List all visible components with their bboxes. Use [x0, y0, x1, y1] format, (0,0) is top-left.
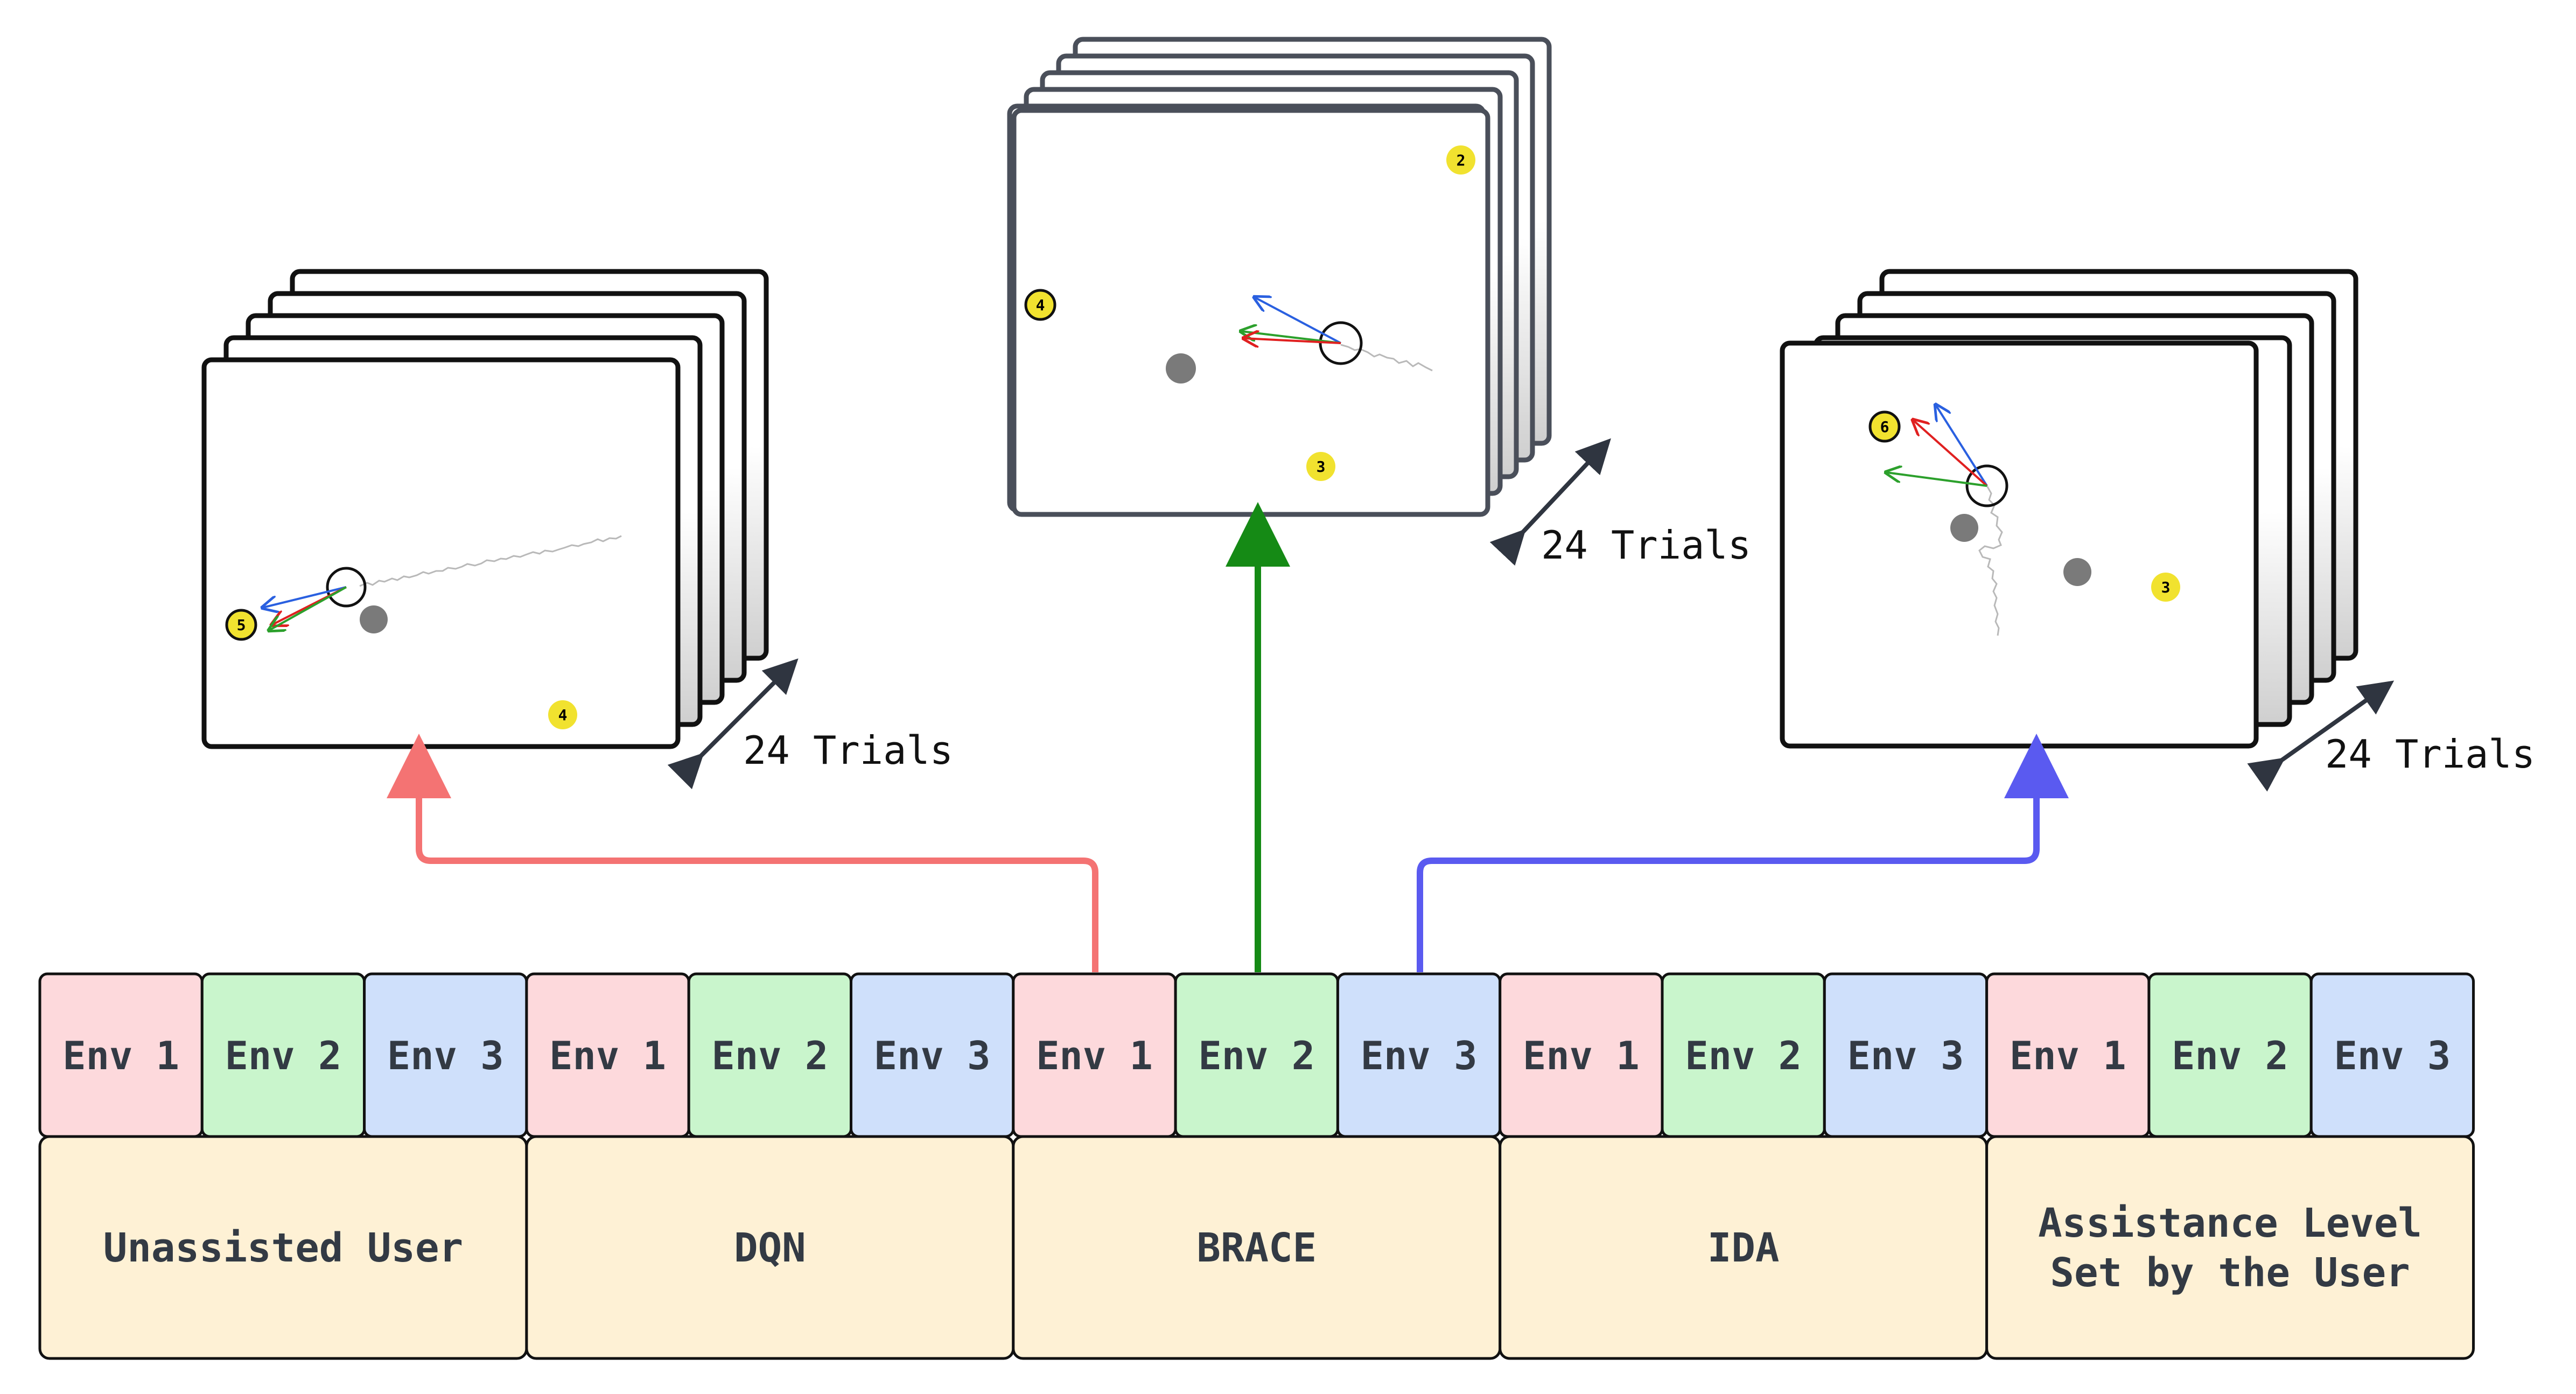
right-goal-2-label: 3 — [2161, 578, 2171, 596]
right-blue-action-arrow — [1936, 405, 1988, 487]
env-cell-label: Env 2 — [225, 1033, 342, 1078]
env-cell-label: Env 2 — [1198, 1033, 1315, 1078]
condition-label: Unassisted User — [103, 1225, 463, 1271]
env-cell-7: Env 1 — [1012, 972, 1177, 1138]
left-trials-label: 24 Trials — [743, 728, 953, 773]
right-trajectory-path — [1978, 485, 2003, 636]
right-front-frame — [1780, 340, 2259, 749]
env-cell-2: Env 2 — [200, 972, 366, 1138]
condition-label: Set by the User — [2050, 1250, 2410, 1296]
left-trajectory-path — [359, 535, 622, 587]
env-cell-label: Env 3 — [874, 1033, 991, 1078]
left-goal-1: 5 — [225, 609, 257, 641]
center-trials-label: 24 Trials — [1541, 522, 1751, 568]
env-cell-label: Env 1 — [2010, 1033, 2126, 1078]
env-cell-3: Env 3 — [363, 972, 528, 1138]
right-trials-label: 24 Trials — [2325, 731, 2535, 777]
ida-connector-arrow — [1417, 734, 2069, 972]
center-goal-1-label: 2 — [1457, 151, 1466, 169]
condition-label: DQN — [734, 1225, 806, 1271]
environment-row: Env 1 Env 2 Env 3 Env 1 Env 2 Env 3 Env 1 Env 2… — [38, 972, 2475, 1138]
env-cell-label: Env 2 — [2172, 1033, 2288, 1078]
center-trial-stack: 2 4 3 24 Trials — [1007, 37, 1751, 568]
env-cell-label: Env 3 — [1847, 1033, 1964, 1078]
env-cell-9: Env 3 — [1336, 972, 1502, 1138]
condition-cell-1: Unassisted User — [38, 1135, 528, 1360]
center-blue-action-arrow — [1255, 297, 1341, 344]
left-obstacle — [360, 605, 388, 633]
env-cell-6: Env 3 — [850, 972, 1015, 1138]
right-agent-circle — [1965, 464, 2008, 507]
condition-cell-2: DQN — [525, 1135, 1015, 1360]
condition-cell-box — [1985, 1135, 2475, 1360]
env-cell-10: Env 1 — [1499, 972, 1664, 1138]
env-cell-5: Env 2 — [687, 972, 852, 1138]
env-cell-15: Env 3 — [2309, 972, 2475, 1138]
env-cell-14: Env 2 — [2147, 972, 2313, 1138]
env-cell-13: Env 1 — [1985, 972, 2151, 1138]
center-trajectory-path — [1340, 344, 1433, 372]
right-red-action-arrow — [1913, 420, 1988, 487]
center-goal-1: 2 — [1446, 145, 1475, 175]
center-goal-3-label: 3 — [1317, 458, 1326, 476]
center-red-action-arrow — [1244, 338, 1341, 343]
env-cell-label: Env 2 — [1685, 1033, 1802, 1078]
right-goal-2: 3 — [2151, 573, 2180, 602]
left-depth-arrow — [667, 658, 799, 790]
env-cell-label: Env 1 — [549, 1033, 666, 1078]
right-trial-stack: 6 3 24 Trials — [1780, 269, 2535, 792]
center-obstacle — [1166, 353, 1196, 384]
env-cell-label: Env 3 — [387, 1033, 504, 1078]
unassisted-connector-arrow — [387, 734, 1098, 972]
left-agent-circle — [326, 567, 367, 608]
center-front-frame — [1011, 108, 1490, 517]
env-cell-1: Env 1 — [38, 972, 204, 1138]
right-obstacle-2 — [2063, 558, 2091, 586]
env-cell-label: Env 1 — [1036, 1033, 1153, 1078]
left-goal-1-label: 5 — [237, 616, 246, 634]
env-cell-4: Env 1 — [525, 972, 690, 1138]
left-green-action-arrow — [269, 586, 347, 630]
env-cell-label: Env 3 — [1361, 1033, 1478, 1078]
right-obstacle-1 — [1950, 514, 1978, 542]
env-cell-label: Env 1 — [1523, 1033, 1640, 1078]
center-goal-2-label: 4 — [1036, 296, 1045, 314]
right-goal-1-label: 6 — [1880, 418, 1889, 436]
env-cell-label: Env 3 — [2334, 1033, 2451, 1078]
center-goal-2: 4 — [1024, 289, 1056, 321]
condition-label: IDA — [1707, 1225, 1780, 1271]
right-goal-1: 6 — [1868, 410, 1901, 443]
left-blue-action-arrow — [263, 586, 347, 608]
condition-label: BRACE — [1196, 1225, 1317, 1271]
left-goal-2-label: 4 — [558, 706, 568, 724]
condition-row: Unassisted User DQN BRACE IDA Assistance Lev… — [38, 1135, 2475, 1360]
env-cell-8: Env 2 — [1174, 972, 1339, 1138]
left-trial-stack: 5 4 24 Trials — [201, 269, 953, 790]
left-goal-2: 4 — [548, 700, 577, 729]
env-cell-11: Env 2 — [1661, 972, 1826, 1138]
center-depth-arrow — [1489, 438, 1611, 566]
condition-cell-4: IDA — [1499, 1135, 1989, 1360]
env-cell-label: Env 2 — [711, 1033, 828, 1078]
env-cell-12: Env 3 — [1823, 972, 1989, 1138]
env-cell-label: Env 1 — [62, 1033, 179, 1078]
condition-cell-3: BRACE — [1012, 1135, 1502, 1360]
condition-label: Assistance Level — [2038, 1200, 2422, 1246]
left-front-frame — [201, 357, 681, 749]
right-depth-arrow — [2247, 680, 2395, 792]
center-goal-3: 3 — [1306, 452, 1335, 481]
right-green-action-arrow — [1886, 472, 1987, 487]
